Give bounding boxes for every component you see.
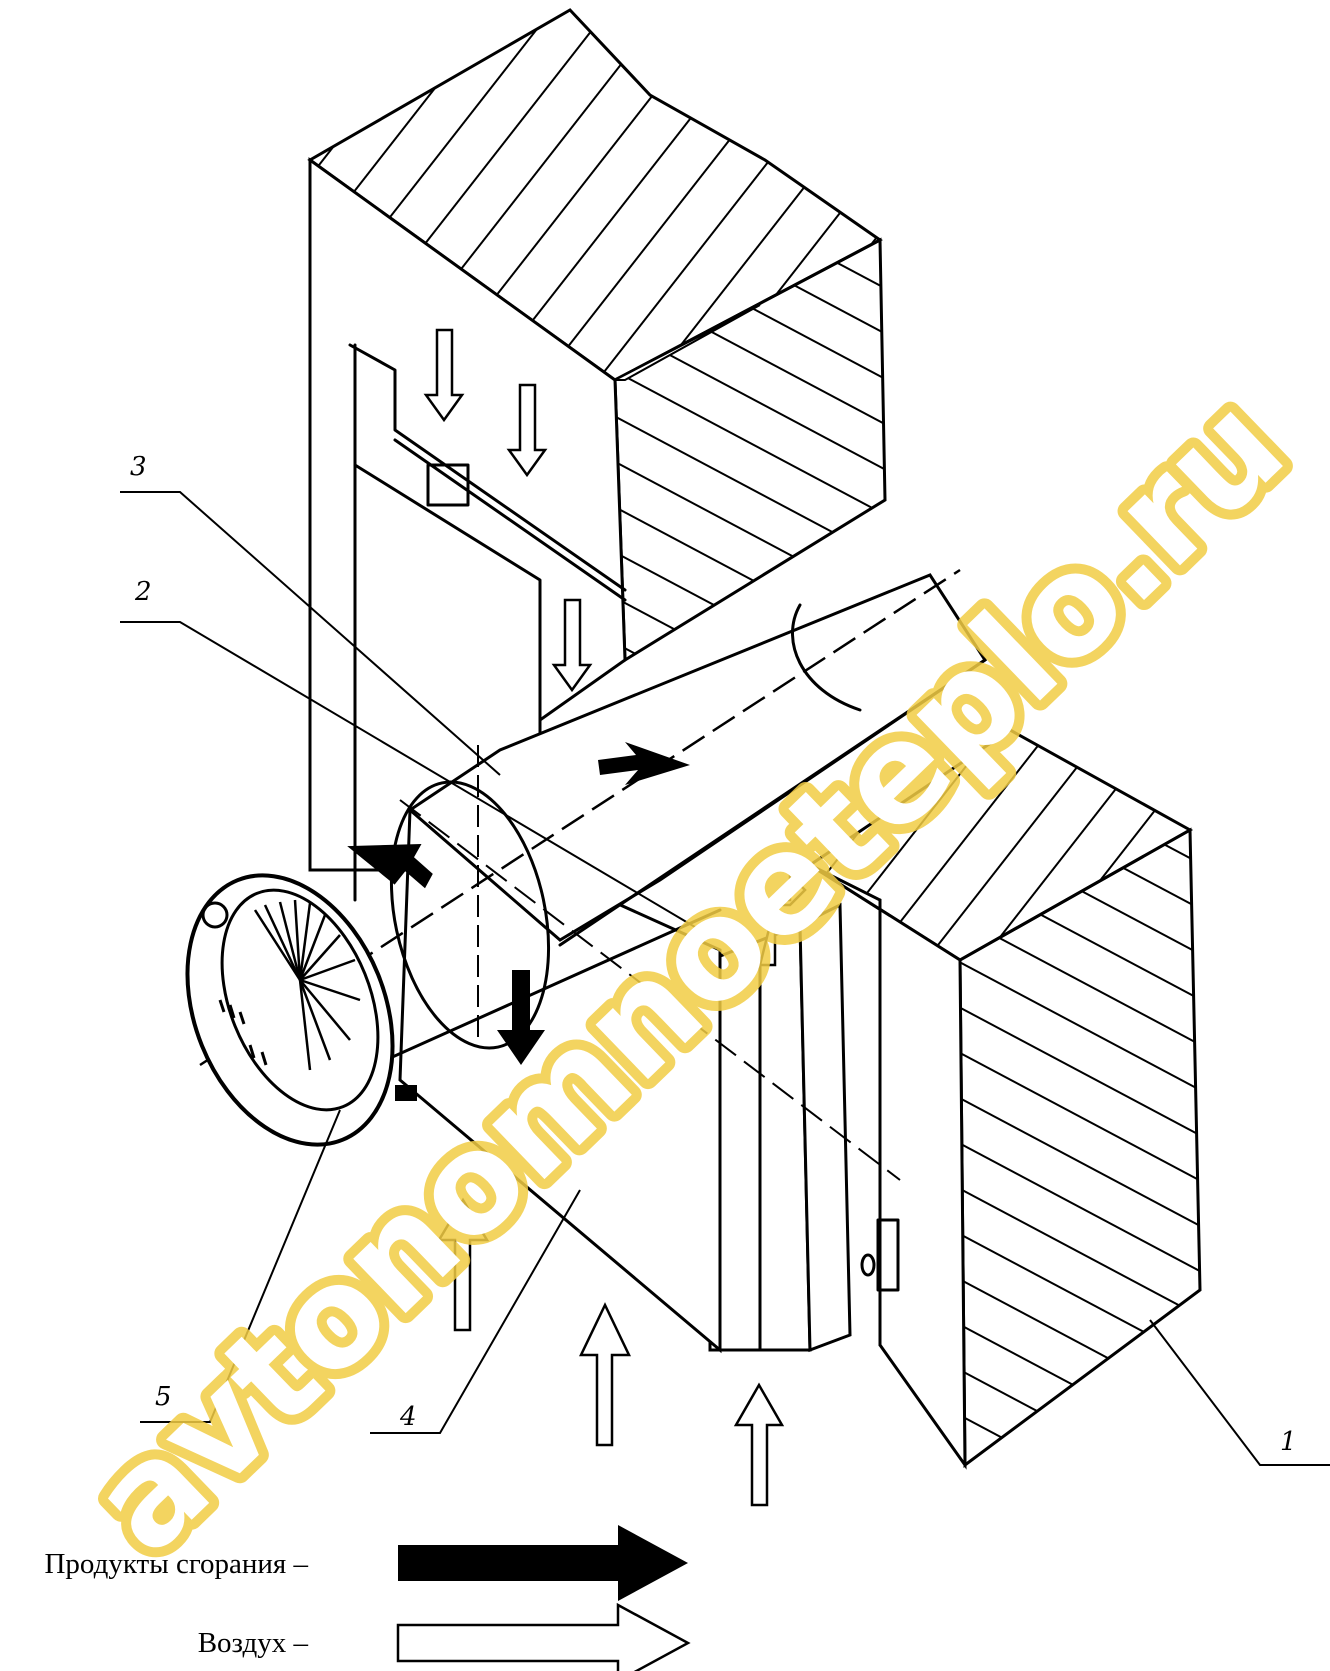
heat-exchanger-casing (328, 573, 988, 1354)
legend-combustion-label: Продукты сгорания – (44, 1548, 308, 1580)
callout-1: 1 (1280, 1427, 1297, 1457)
legend-air-label: Воздух – (198, 1627, 309, 1659)
legend-air-arrow (396, 1602, 691, 1671)
callout-2: 2 (134, 577, 152, 607)
callout-3: 3 (130, 452, 147, 482)
combustion-flow-arrows (347, 742, 690, 1065)
upper-wall-block (307, 8, 887, 902)
leader-lines (120, 491, 1330, 1466)
air-flow-arrows (423, 328, 807, 1507)
support-bracket (708, 902, 852, 1353)
legend: Продукты сгорания – Воздух – (44, 1525, 691, 1671)
lower-wall-block (807, 728, 1202, 1470)
callout-4: 4 (399, 1402, 417, 1432)
legend-combustion-arrow (398, 1525, 688, 1601)
burner-flange (185, 873, 417, 1147)
callout-5: 5 (155, 1382, 172, 1412)
